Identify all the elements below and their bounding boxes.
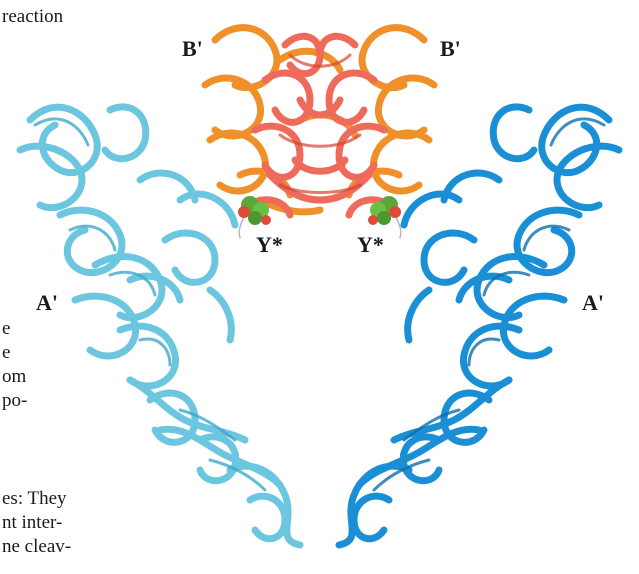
label-y-right: Y* [357,232,384,258]
label-a-left: A' [36,290,58,316]
label-b-right: B' [440,36,461,62]
label-b-left: B' [182,36,203,62]
label-y-left: Y* [256,232,283,258]
label-a-right: A' [582,290,604,316]
subunit-b-salmon [250,36,389,215]
